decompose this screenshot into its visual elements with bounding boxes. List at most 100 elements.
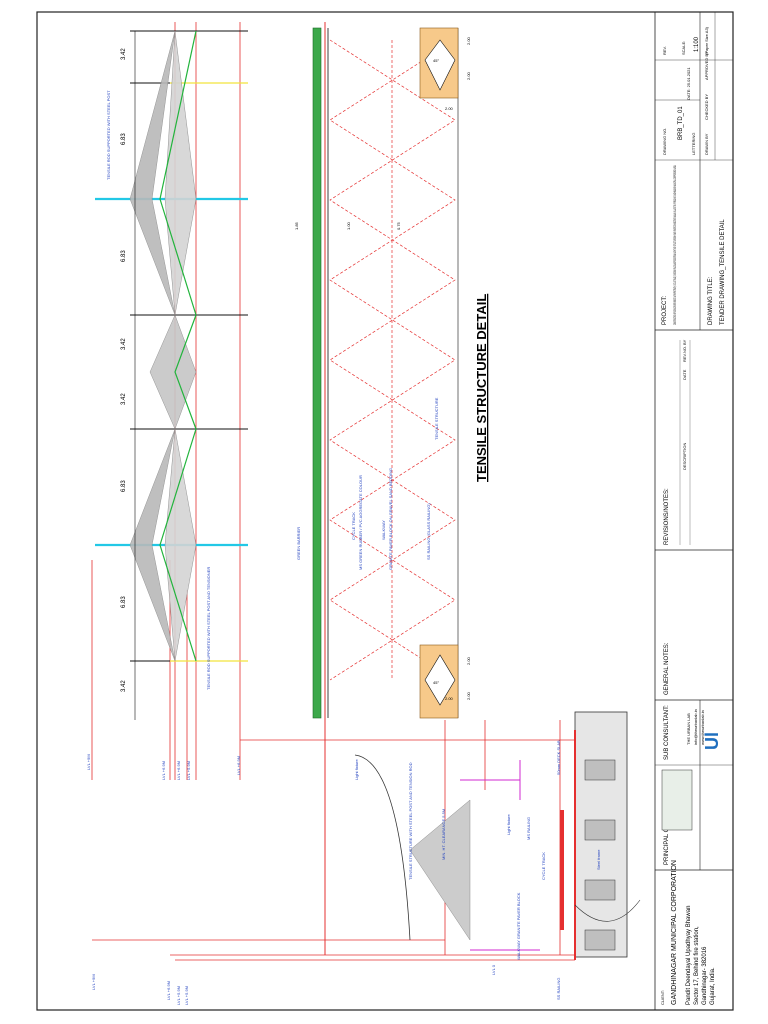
section-red-lines xyxy=(92,720,620,961)
consultant-line-1: info@theurbanlab.in xyxy=(693,709,698,745)
principal-logo xyxy=(661,769,693,831)
scale-value: 1:100 xyxy=(694,36,700,52)
corner-angle-top: 45° xyxy=(433,58,439,63)
scale-label: SCALE: xyxy=(681,41,686,55)
client-addr-2: Sector 17, Behind fire station, xyxy=(694,926,700,1005)
cycle-track-sub: MS GREEN RUBBER / PVC AGGREGATE COLOUR xyxy=(358,475,363,570)
corner-dim-4: 2.00 xyxy=(466,656,471,665)
revisions-label: REVISIONS/NOTES: xyxy=(664,488,670,545)
rev-header-by: BY xyxy=(682,339,687,345)
client-label: CLIENT: xyxy=(660,990,665,1005)
drawing-main-title: TENSILE STRUCTURE DETAIL xyxy=(474,294,489,482)
red-barrier xyxy=(560,810,564,930)
rev-header-desc: DESCRIPTION xyxy=(682,443,687,470)
section-clearance: MIN. HT. CLEARANCE 5.5M xyxy=(441,809,446,860)
green-cables xyxy=(159,30,197,662)
tensile-fabric-section xyxy=(409,799,471,941)
dim-6: 6.83 xyxy=(121,480,127,492)
walkway-sub: GRANITE PAVER BLOCK ON GRAVEL SAND BEDDI… xyxy=(388,468,393,570)
section-label-1: Light fixture xyxy=(354,759,359,780)
tensile-plan: 3.42 6.83 6.83 3.42 3.42 6.83 6.83 3.42 … xyxy=(91,22,248,780)
drawing-title: TENDER DRAWING_TENSILE DETAIL xyxy=(720,219,726,325)
checked-label: CHECKED BY xyxy=(704,94,709,120)
drawing-title-label: DRAWING TITLE: xyxy=(708,276,714,325)
client-addr-4: Gujarat, India. xyxy=(710,967,716,1005)
level-top-3: LVL +6.9M xyxy=(176,761,181,780)
paper-size: (Paper Size A3) xyxy=(704,26,709,55)
section-label-9: SS RAILING xyxy=(556,978,561,1000)
corner-dim-5: 2.00 xyxy=(466,691,471,700)
drawing-no-label: DRAWING NO. xyxy=(662,128,667,155)
sheet-border xyxy=(36,11,734,1011)
sub-label: SUB CONSULTANT: xyxy=(664,705,670,760)
cycle-track-label: CYCLE TRACK xyxy=(351,512,356,540)
tensile-label: TENSILE STRUCTURE xyxy=(434,397,439,440)
section-label-5: CYCLE TRACK xyxy=(541,852,546,880)
fabric-shapes xyxy=(129,30,197,662)
corner-post-bottom: 45° 2.00 2.00 2.00 xyxy=(419,644,471,719)
title-block: CLIENT: GANDHINAGAR MUNICIPAL CORPORATIO… xyxy=(654,12,733,1010)
dim-4: 3.42 xyxy=(121,338,127,350)
corner-post-top: 45° 2.00 2.00 2.00 xyxy=(419,27,471,111)
level-labels: LVL +9M LVL +6.9M LVL +6.9M LVL +5.9M LV… xyxy=(86,754,496,1005)
section-label-4: WALKWAY GRANITE PAVER BLOCK xyxy=(516,892,521,960)
consultant-name: THE URBAN LAB xyxy=(686,713,691,745)
walkway-label: WALKWAY xyxy=(381,520,386,540)
level-bot-2: LVL +6.9M xyxy=(166,981,171,1000)
date-label: DATE: 25.01.2021 xyxy=(686,67,691,100)
corner-dim-2: 2.00 xyxy=(466,71,471,80)
level-top-2: LVL +6.9M xyxy=(161,761,166,780)
project-label: PROJECT: xyxy=(662,296,668,325)
corner-angle-bottom: 45° xyxy=(433,680,439,685)
client-addr-3: Gandhinagar- 382016 xyxy=(702,946,708,1005)
cable-bottom-label: TENSILE ROD SUPPORTED WITH STEEL POST AN… xyxy=(206,567,211,690)
dim-2: 6.83 xyxy=(121,133,127,145)
level-side: LVL 0 xyxy=(491,964,496,975)
dim-7: 6.83 xyxy=(121,596,127,608)
section-label-3: TENSILE STRUCTURE WITH STEEL POST AND TE… xyxy=(408,762,413,880)
rev-header-no: REV.NO. xyxy=(682,346,687,362)
level-bot-1: LVL +9M xyxy=(91,974,96,990)
mid-dim-3: 0.75 xyxy=(396,221,401,230)
railing-label: SS RAILING (GLASS RAILING) xyxy=(426,503,431,560)
level-top-4: LVL +5.9M xyxy=(186,761,191,780)
corner-dim-3: 2.00 xyxy=(445,106,454,111)
level-bot-4: LVL +5.9M xyxy=(184,986,189,1005)
section-label-2: Light fixture xyxy=(506,814,511,835)
cross-section: MIN. HT. CLEARANCE 5.5M Light fixture Li… xyxy=(92,711,641,1000)
dim-3: 6.83 xyxy=(121,250,127,262)
drawing-no: BRB_TD_01 xyxy=(678,106,684,140)
approved-label: APPROVED BY xyxy=(704,51,709,80)
plan-yellow-lines xyxy=(170,82,248,662)
level-top-5: LVL +6.9M xyxy=(236,756,241,775)
corner-dim-1: 2.00 xyxy=(466,36,471,45)
dim-8: 3.42 xyxy=(121,680,127,692)
drawn-label: DRAWN BY xyxy=(704,133,709,155)
section-label-7: Steel frame xyxy=(596,849,601,870)
lettering-label: LETTERING xyxy=(691,133,696,155)
urban-lab-logo: Ul xyxy=(702,732,722,750)
project-text: CONSTRUCTION OF ICONIC RIVER BRIDGE WITH… xyxy=(672,165,677,325)
level-bot-3: LVL +5.9M xyxy=(176,986,181,1005)
dim-1: 3.42 xyxy=(121,48,127,60)
general-notes-label: GENERAL NOTES: xyxy=(664,642,670,695)
deck-plan: 45° 2.00 2.00 2.00 45° 2.00 2.00 2.00 1.… xyxy=(294,22,471,738)
client-addr-1: Pandit Deendayal Upadhyay Bhawan xyxy=(686,906,692,1005)
rev-header-date: DATE xyxy=(682,369,687,380)
cable-top-label: TENSILE ROD SUPPORTED WITH STEEL POST xyxy=(106,90,111,180)
dim-5: 3.42 xyxy=(121,393,127,405)
level-top-1: LVL +9M xyxy=(86,754,91,770)
rev-label: REV. xyxy=(662,46,667,55)
tensile-grid xyxy=(329,39,456,681)
consultant-line-2: www.theurbanlab.in xyxy=(700,710,705,745)
tensile-arc xyxy=(354,754,411,941)
client-name: GANDHINAGAR MUNICIPAL CORPORATION xyxy=(671,860,678,1005)
green-barrier-label: GREEN BARRIER xyxy=(296,527,301,560)
section-label-6: MS RAILING xyxy=(526,817,531,840)
corner-dim-6: 2.00 xyxy=(445,696,454,701)
mid-dim-2: 1.00 xyxy=(346,221,351,230)
magenta-markers xyxy=(460,760,540,951)
green-barrier-strip xyxy=(312,27,322,719)
deck-piers xyxy=(584,759,616,951)
